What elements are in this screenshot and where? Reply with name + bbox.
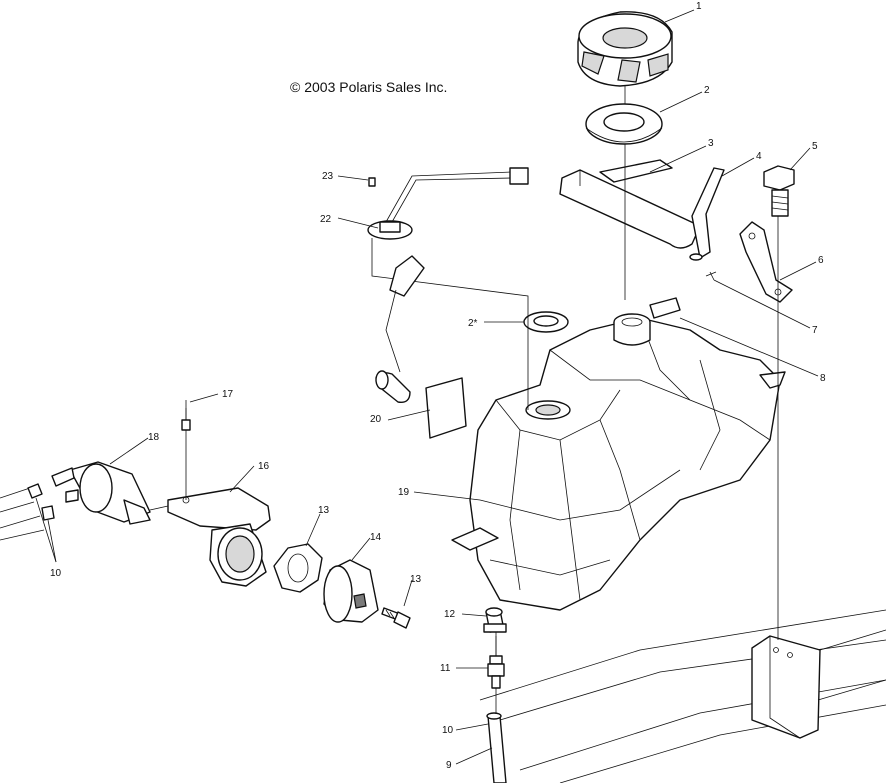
assembly-axis-lines bbox=[149, 86, 779, 714]
fuel-tank bbox=[451, 297, 786, 611]
fuel-filter bbox=[51, 461, 151, 525]
callout-12: 12 bbox=[444, 609, 456, 620]
callout-13-nut: 13 bbox=[318, 505, 330, 516]
callout-22: 22 bbox=[320, 214, 332, 225]
drain-hose bbox=[486, 712, 507, 783]
fuel-pump-sender bbox=[367, 167, 529, 410]
callout-3: 3 bbox=[708, 138, 714, 149]
callout-18: 18 bbox=[148, 432, 160, 443]
callout-10-lines: 10 bbox=[50, 568, 62, 579]
callout-8: 8 bbox=[820, 373, 826, 384]
callout-9: 9 bbox=[446, 760, 452, 771]
fuel-lines-left bbox=[0, 483, 55, 541]
cap-gasket bbox=[585, 103, 663, 145]
mounting-bolt bbox=[763, 165, 795, 217]
filter-bracket bbox=[167, 400, 271, 587]
callout-10-drain: 10 bbox=[442, 725, 454, 736]
tank-fitting bbox=[483, 607, 507, 633]
callout-4: 4 bbox=[756, 151, 762, 162]
foam-pad bbox=[559, 159, 701, 249]
pressure-regulator bbox=[323, 559, 379, 623]
callout-1: 1 bbox=[696, 1, 702, 12]
pump-gasket bbox=[523, 311, 569, 333]
locking-nut bbox=[273, 543, 323, 593]
leader-lines bbox=[35, 9, 819, 765]
vent-hose bbox=[689, 167, 725, 261]
callout-7: 7 bbox=[812, 325, 818, 336]
callout-2-star: 2* bbox=[468, 318, 478, 329]
callout-14: 14 bbox=[370, 532, 382, 543]
hose-clip bbox=[705, 271, 717, 281]
callout-5: 5 bbox=[812, 141, 818, 152]
callout-17: 17 bbox=[222, 389, 234, 400]
warning-decal bbox=[425, 377, 467, 439]
fuel-cap bbox=[577, 11, 673, 87]
callout-23: 23 bbox=[322, 171, 334, 182]
callout-11: 11 bbox=[440, 663, 451, 674]
tank-bracket bbox=[739, 221, 793, 303]
callout-20: 20 bbox=[370, 414, 382, 425]
callout-16: 16 bbox=[258, 461, 270, 472]
callout-2: 2 bbox=[704, 85, 710, 96]
callout-6: 6 bbox=[818, 255, 824, 266]
callout-13-screw: 13 bbox=[410, 574, 422, 585]
retaining-screw bbox=[381, 607, 411, 629]
frame-rails bbox=[479, 609, 886, 783]
callout-19: 19 bbox=[398, 487, 410, 498]
copyright-text: © 2003 Polaris Sales Inc. bbox=[290, 79, 447, 95]
callout-labels: 1 2 3 4 5 6 7 8 9 10 10 11 12 13 13 14 1… bbox=[50, 1, 826, 771]
